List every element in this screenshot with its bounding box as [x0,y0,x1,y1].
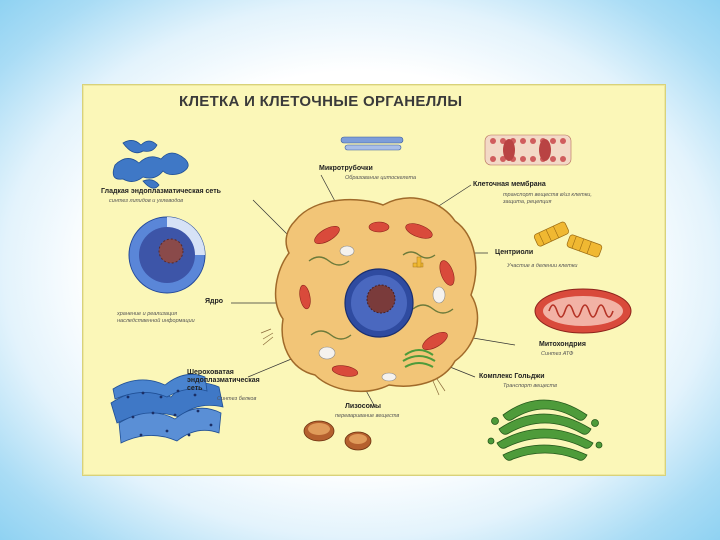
mitochondria-illustration [534,288,632,334]
microtubules-illustration [340,136,404,151]
centrioles-label: Центриоли [495,249,534,256]
golgi-illustration [487,399,603,461]
nucleus-illustration [128,216,206,294]
membrane-function-line1: транспорт веществ в/из клетки, [503,192,592,198]
membrane-label: Клеточная мембрана [473,181,546,188]
smooth-er-function: синтез липидов и углеводов [109,198,184,204]
rough-er-illustration [110,373,224,444]
nucleus-label: Ядро [205,298,224,305]
microtubules-function: Образование цитоскелета [345,175,417,181]
smooth-er-illustration [112,140,189,189]
membrane-function-line2: защита, рецепция [503,199,552,205]
lysosomes-label: Лизосомы [345,403,381,410]
rough-er-function: Синтез белков [217,396,257,402]
microtubules-label: Микротрубочки [319,165,373,172]
poster: КЛЕТКА И КЛЕТОЧНЫЕ ОРГАНЕЛЛЫ [82,84,666,476]
nucleus-function-line2: наследственной информации [117,318,195,324]
membrane-illustration [484,134,572,166]
golgi-function: Транспорт веществ [503,383,558,389]
nucleus-function-line1: хранение и реализация [117,311,178,317]
mitochondria-function: Синтез АТФ [541,351,574,357]
lysosomes-function: переваривание веществ [335,413,400,419]
centrioles-illustration [533,221,603,258]
cell-diagram [110,134,632,461]
animal-cell [260,197,479,396]
smooth-er-label: Гладкая эндоплазматическая сеть [101,188,221,195]
rough-er-label-line2: эндоплазматическая [187,377,260,384]
centrioles-function: Участие в делении клетки [507,263,578,269]
rough-er-label-line1: Шероховатая [187,369,234,376]
rough-er-label-line3: сеть [187,385,203,392]
lysosomes-illustration [303,420,372,451]
page-title: КЛЕТКА И КЛЕТОЧНЫЕ ОРГАНЕЛЛЫ [179,93,463,110]
mitochondria-label: Митохондрия [539,341,586,348]
golgi-label: Комплекс Гольджи [479,373,545,380]
